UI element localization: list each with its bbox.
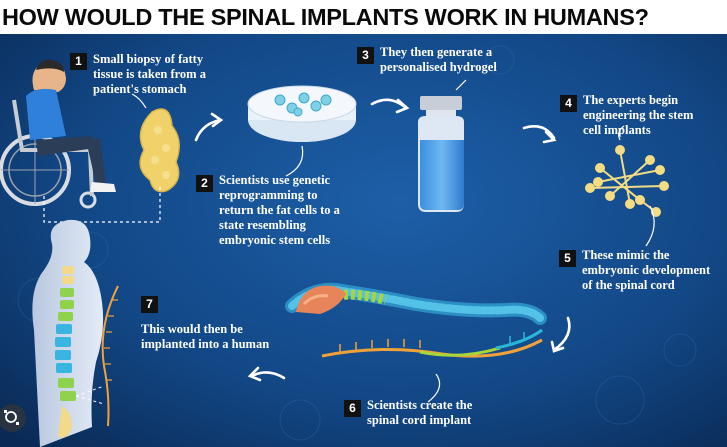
hydrogel-vial-icon [418,96,464,212]
step-4-badge: 4 [560,95,577,112]
spine-vertebrae [55,266,76,438]
step-1-badge: 1 [70,53,87,70]
step-4-label: The experts begin engineering the stem c… [583,93,694,137]
lens-search-icon[interactable] [0,404,26,432]
step-3-label: They then generate a personalised hydrog… [380,45,497,74]
patient-in-wheelchair-icon [0,59,116,209]
step-6-badge: 6 [344,400,361,417]
title-bar [0,0,727,34]
step-5-label: These mimic the embryonic development of… [582,248,711,292]
dashed-connector [43,186,161,223]
fatty-tissue-icon [139,108,180,193]
step-6-label: Scientists create the spinal cord implan… [367,398,473,427]
embryonic-spinal-cord-icon [285,282,547,325]
step-5-badge: 5 [559,250,576,267]
stem-cell-implant-icon [585,145,669,217]
step-7-badge: 7 [141,296,158,313]
callout-lines [131,79,655,403]
step-3-badge: 3 [357,47,374,64]
human-spine-icon [32,219,119,447]
step-7-label: This would then be implanted into a huma… [141,322,270,351]
spinal-cord-implant-icon [321,328,543,358]
step-1-label: Small biopsy of fatty tissue is taken fr… [93,52,206,96]
petri-dish-icon [247,85,357,142]
flow-arrow-icon [194,98,571,382]
page-title: HOW WOULD THE SPINAL IMPLANTS WORK IN HU… [2,4,649,30]
step-2-label: Scientists use genetic reprogramming to … [219,173,340,247]
step-2-badge: 2 [196,175,213,192]
